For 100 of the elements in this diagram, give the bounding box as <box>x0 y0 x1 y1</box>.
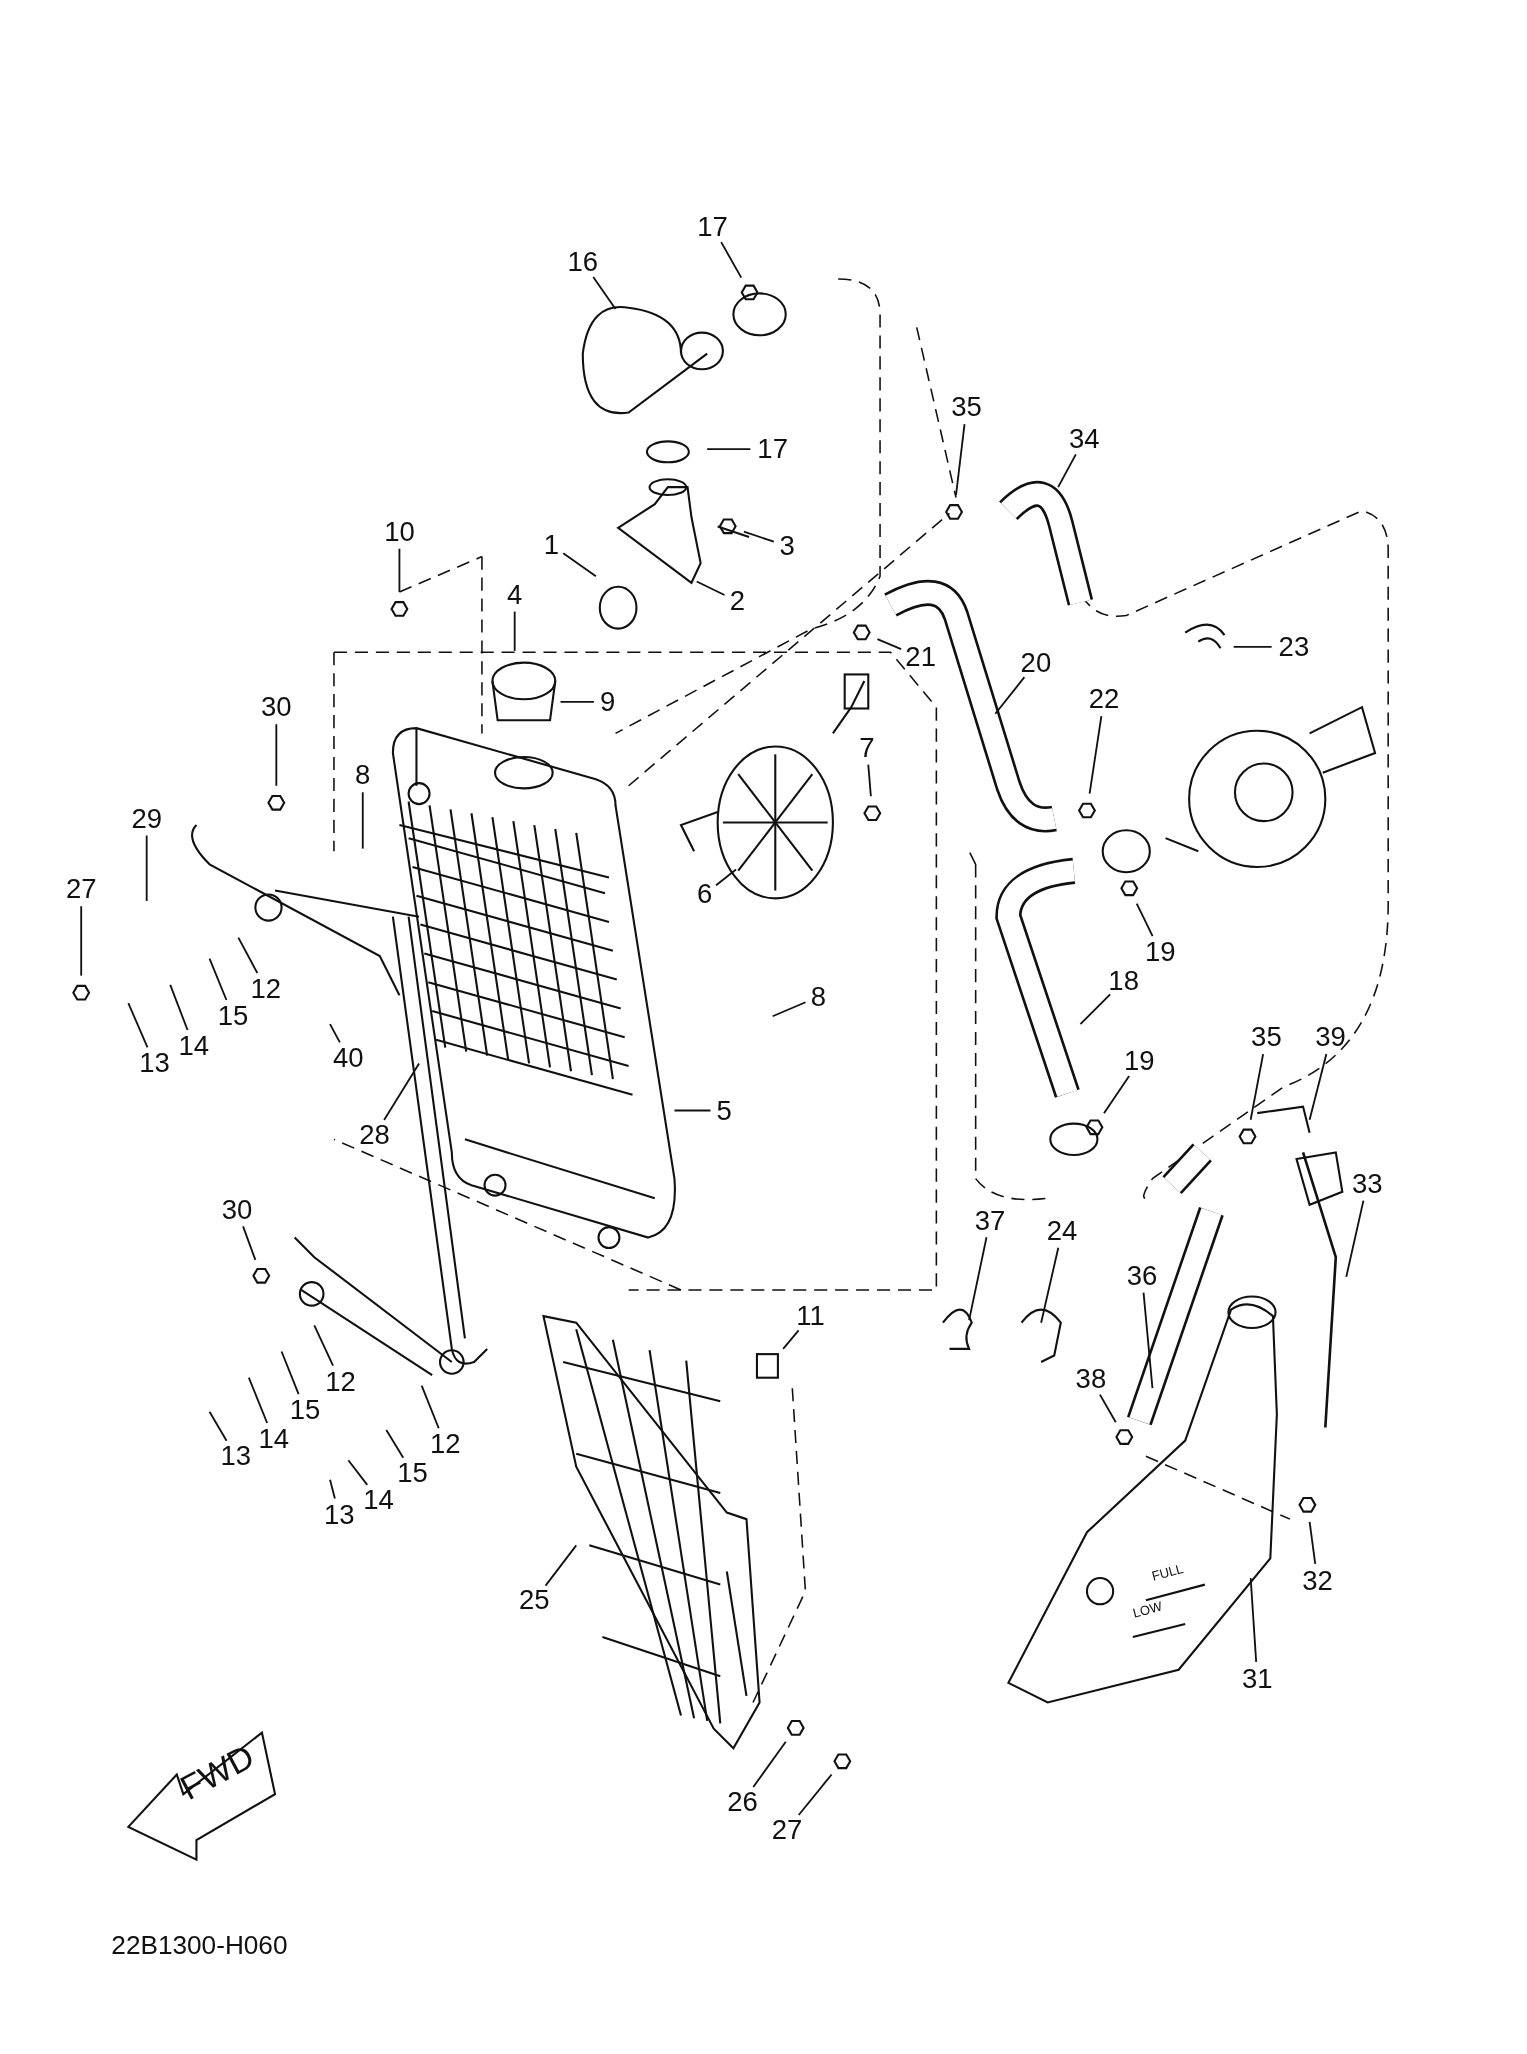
callout-number: 36 <box>1126 1261 1158 1290</box>
callout-number: 27 <box>65 874 97 904</box>
leader-line <box>169 983 189 1031</box>
leader-line <box>673 1109 712 1112</box>
callout-number: 35 <box>1251 1022 1282 1052</box>
leader-line <box>398 547 401 593</box>
leader-line <box>208 1410 228 1442</box>
leader-line <box>329 1023 341 1044</box>
leader-line <box>876 638 903 651</box>
callout-number: 17 <box>697 212 728 241</box>
callout-number: 12 <box>429 1430 461 1459</box>
diagram-code-label: 22B1300-H060 <box>111 1930 288 1962</box>
callout-number: 5 <box>716 1096 732 1125</box>
callout-number: 12 <box>250 974 282 1004</box>
leader-line <box>1249 1577 1258 1663</box>
callout-number: 7 <box>859 733 875 763</box>
callout-number: 14 <box>178 1031 210 1061</box>
leader-line <box>797 1773 833 1816</box>
callout-number: 30 <box>261 692 292 722</box>
callout-number: 1 <box>543 530 559 560</box>
leader-line <box>80 905 83 977</box>
callout-number: 13 <box>323 1500 355 1530</box>
callout-number: 24 <box>1046 1216 1078 1246</box>
callout-number: 15 <box>289 1396 321 1425</box>
callout-number: 15 <box>217 1001 249 1031</box>
callout-number: 12 <box>325 1367 356 1397</box>
leader-line <box>242 1225 257 1261</box>
leader-line <box>1040 1246 1060 1324</box>
callout-number: 23 <box>1278 632 1310 662</box>
leader-line <box>592 276 617 310</box>
callout-number: 34 <box>1069 424 1100 454</box>
callout-number: 8 <box>810 982 827 1011</box>
level-mark-label: LOW <box>1130 1598 1164 1621</box>
leader-line <box>275 723 278 787</box>
leader-line <box>715 868 737 887</box>
leader-line <box>1079 993 1112 1026</box>
leader-line <box>145 834 148 902</box>
callout-number: 17 <box>757 434 788 464</box>
callout-number: 31 <box>1241 1664 1273 1694</box>
callout-number: 33 <box>1351 1169 1383 1199</box>
leader-line <box>695 580 726 596</box>
callout-number: 28 <box>359 1121 390 1150</box>
leader-line <box>361 791 364 850</box>
leader-line <box>383 1062 420 1121</box>
callout-number: 25 <box>519 1585 550 1615</box>
leader-line <box>313 1324 334 1367</box>
leader-line <box>994 676 1026 715</box>
leader-line <box>247 1376 269 1424</box>
leader-line <box>1057 453 1077 489</box>
leader-line <box>1099 1393 1117 1424</box>
callout-number: 14 <box>258 1424 289 1454</box>
callout-number: 37 <box>974 1206 1006 1235</box>
callout-number: 30 <box>221 1195 253 1225</box>
callout-number: 32 <box>1302 1566 1333 1596</box>
leader-line <box>280 1350 300 1396</box>
callout-number: 13 <box>220 1441 251 1471</box>
callout-number: 22 <box>1088 684 1120 714</box>
callout-number: 39 <box>1315 1022 1346 1052</box>
callout-number: 40 <box>333 1043 364 1073</box>
leader-line <box>385 1429 405 1459</box>
leader-line <box>955 423 966 496</box>
callout-number: 20 <box>1020 648 1052 678</box>
leader-line <box>347 1459 369 1486</box>
leader-line <box>562 552 597 578</box>
callout-number: 6 <box>696 880 713 909</box>
callout-number: 8 <box>355 760 371 790</box>
leader-line <box>329 1478 336 1500</box>
leader-line <box>1135 902 1154 937</box>
callout-number: 18 <box>1108 966 1139 996</box>
callout-number: 14 <box>363 1485 394 1514</box>
level-mark-label: FULL <box>1150 1560 1186 1584</box>
leader-line <box>1103 1075 1131 1115</box>
callout-number: 19 <box>1145 937 1176 967</box>
leader-line <box>208 957 228 1001</box>
leader-line <box>1142 1291 1154 1390</box>
callout-number: 4 <box>507 580 523 609</box>
callout-number: 16 <box>567 247 599 277</box>
callout-number: 38 <box>1075 1364 1107 1394</box>
leader-line <box>752 1740 787 1788</box>
callout-number: 10 <box>384 517 415 547</box>
callout-number: 27 <box>771 1815 803 1844</box>
callout-number: 19 <box>1124 1046 1155 1076</box>
leader-line <box>420 1384 440 1430</box>
leader-line <box>513 610 516 652</box>
leader-line <box>559 701 595 703</box>
callout-number: 3 <box>779 531 795 561</box>
leader-line <box>782 1329 800 1350</box>
leader-line <box>968 1236 988 1321</box>
callout-number: 13 <box>139 1049 170 1078</box>
leader-line <box>127 1002 149 1049</box>
leader-line <box>867 763 872 798</box>
callout-number: 9 <box>600 687 616 717</box>
callout-number: 21 <box>905 643 936 672</box>
leader-line <box>1088 715 1103 795</box>
leader-line <box>1249 1053 1265 1121</box>
leader-line <box>720 241 743 279</box>
leader-line <box>1308 1520 1317 1565</box>
leader-line <box>1232 646 1273 648</box>
leader-line <box>706 448 752 451</box>
callout-number: 26 <box>727 1787 758 1817</box>
